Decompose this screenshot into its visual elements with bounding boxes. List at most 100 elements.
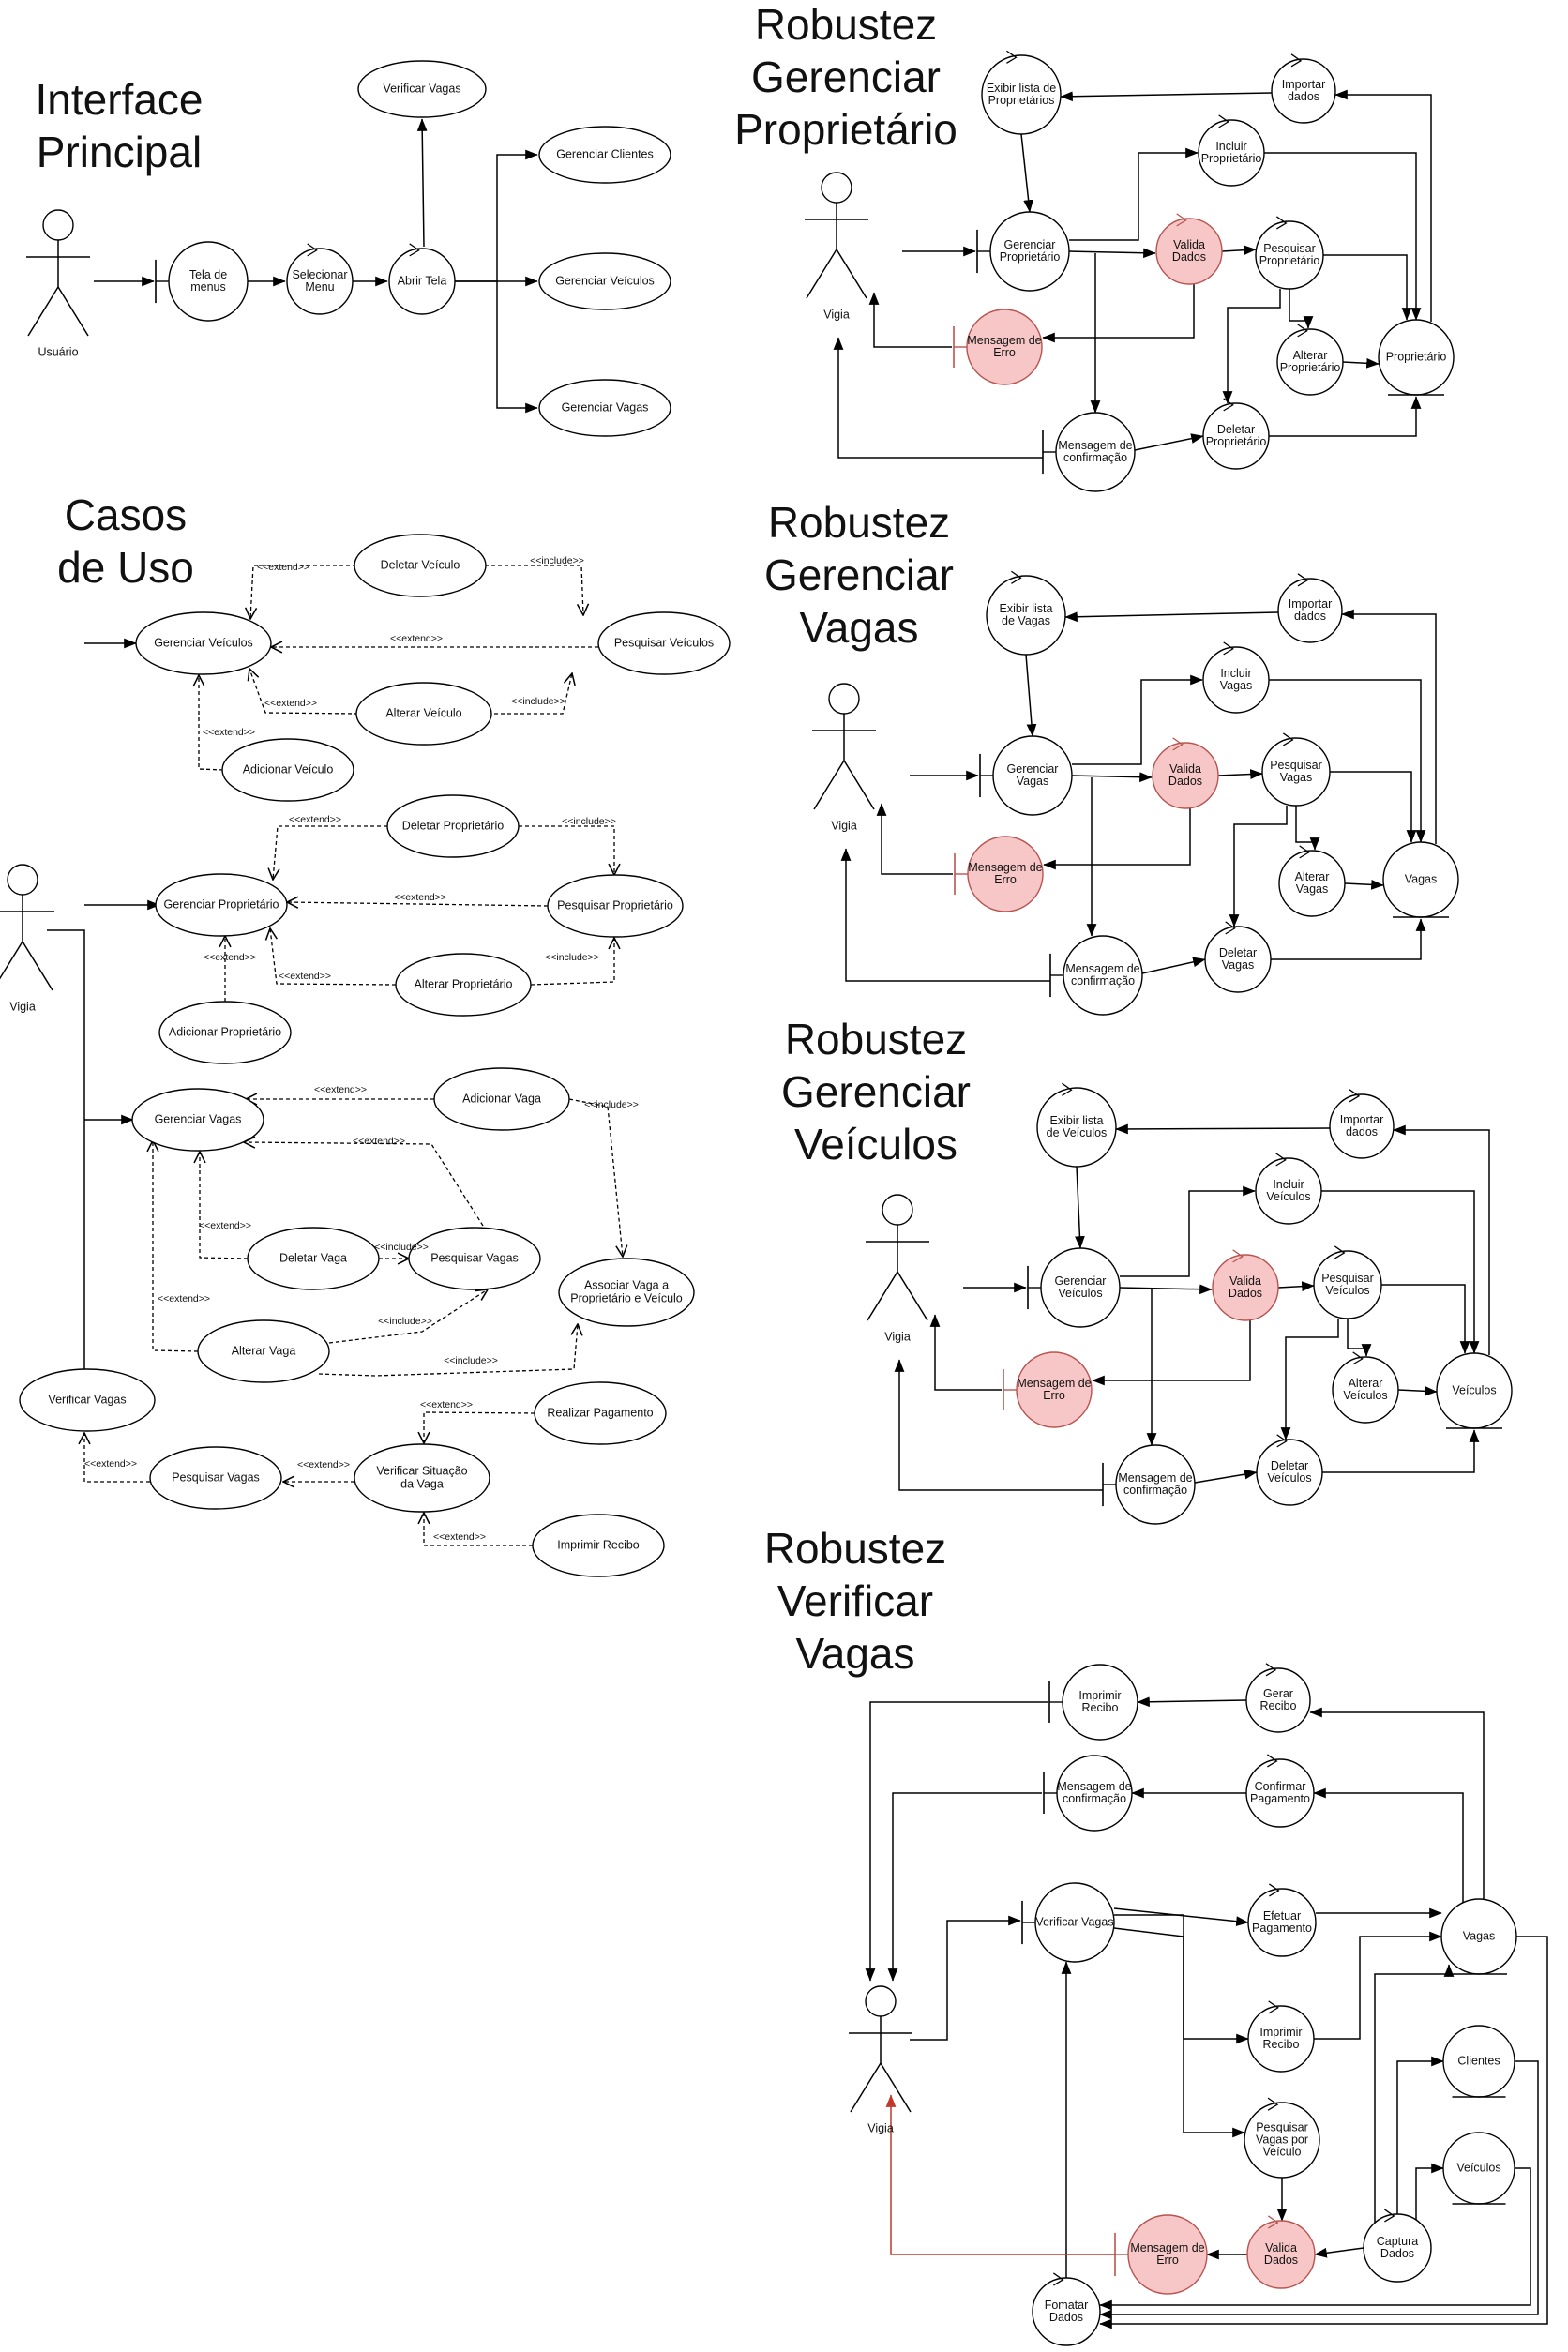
- usecase-ellipse: [149, 1446, 282, 1510]
- usecase-alterar-vaga: Alterar Vaga: [197, 1319, 330, 1383]
- label: Erro: [1043, 1389, 1065, 1402]
- label: menus: [190, 280, 226, 294]
- extend-stereotype-label: <<extend>>: [433, 1531, 486, 1543]
- connector: [1334, 89, 1432, 322]
- label: Dados: [1229, 1287, 1262, 1300]
- connector: [1060, 91, 1273, 102]
- usecase-deletar-proprietario: Deletar Proprietário: [386, 794, 520, 858]
- control-arrowhead: [307, 243, 318, 257]
- label: Veículos: [1343, 1389, 1387, 1402]
- extend-stereotype-label: <<extend>>: [394, 892, 446, 903]
- control-circle: [1256, 1439, 1323, 1506]
- control-arrowhead: [1352, 1351, 1364, 1365]
- connector: [1264, 152, 1422, 321]
- usecase-ellipse: [197, 1319, 330, 1383]
- label: Gerenciar Veículos: [154, 636, 253, 649]
- label: Proprietário: [1201, 152, 1262, 165]
- label: confirmação: [1071, 974, 1135, 988]
- title-casos-de-uso: de Uso: [57, 543, 194, 592]
- control-circle: [1277, 578, 1343, 643]
- label: Verificar Vagas: [48, 1393, 126, 1406]
- usecase-gerenciar-vagas: Gerenciar Vagas: [538, 379, 671, 437]
- connector: [1120, 1185, 1256, 1277]
- label: Mensagem de: [1058, 439, 1132, 452]
- control-circle: [1313, 1250, 1382, 1319]
- control-circle: [1152, 742, 1219, 809]
- usecase-realizar-pagamento: Realizar Pagamento: [534, 1381, 667, 1445]
- label: Gerenciar Clientes: [556, 147, 654, 160]
- label: Dados: [1264, 2254, 1298, 2267]
- extend-stereotype-label: <<extend>>: [314, 1084, 367, 1095]
- usecase-adicionar-vaga: Adicionar Vaga: [433, 1067, 570, 1131]
- label: Imprimir Recibo: [557, 1538, 640, 1551]
- usecase-ellipse: [355, 682, 492, 746]
- control-arrowhead: [1218, 114, 1229, 128]
- label: Pesquisar: [1270, 759, 1322, 772]
- connector: [1099, 2060, 1539, 2320]
- label: Vigia: [867, 2121, 894, 2134]
- connector: [1309, 1707, 1485, 1899]
- usecase-ellipse: [395, 953, 532, 1017]
- label: Dados: [1049, 2311, 1083, 2324]
- usecase-ellipse: [247, 1227, 380, 1290]
- actor-head: [828, 683, 860, 715]
- label: Imprimir: [1078, 1689, 1121, 1702]
- usecase-pesquisar-vagas: Pesquisar Vagas: [408, 1227, 541, 1290]
- control-arrowhead: [1383, 2209, 1395, 2223]
- connector: [1217, 769, 1263, 779]
- connector: [1114, 1914, 1249, 2044]
- title-vagas: Robustez: [768, 498, 950, 547]
- control-arrowhead: [1268, 2000, 1279, 2014]
- usecase-pesquisar-veiculos: Pesquisar Veículos: [597, 611, 731, 675]
- label: Valida: [1265, 2241, 1297, 2254]
- boundary-circle: [1056, 1755, 1133, 1832]
- title-veiculos: Gerenciar: [781, 1067, 971, 1116]
- control-circle: [1246, 2220, 1316, 2289]
- connector: [1222, 289, 1281, 404]
- label: Verificar Vagas: [383, 82, 460, 95]
- title-casos-de-uso: Casos: [65, 490, 187, 539]
- connector: [1396, 2056, 1444, 2214]
- connector: [1314, 1931, 1442, 2040]
- usecase-ellipse: [158, 1001, 292, 1064]
- label: Valida: [1169, 762, 1201, 776]
- include-stereotype-label: <<include>>: [562, 816, 616, 827]
- label: Mensagem de: [1118, 1471, 1192, 1485]
- usecase-ellipse: [155, 873, 288, 937]
- label: confirmação: [1063, 1792, 1126, 1805]
- usecase-ellipse: [433, 1067, 570, 1131]
- connector: [1322, 1429, 1480, 1473]
- label: Erro: [1156, 2254, 1179, 2267]
- control-arrowhead: [1223, 398, 1234, 412]
- label: Incluir: [1220, 667, 1251, 680]
- connector: [1269, 396, 1422, 437]
- title-proprietario: Robustez: [755, 0, 937, 49]
- connector: [868, 292, 952, 348]
- actor-vigia-vagas: Vigia: [812, 683, 876, 832]
- connector: [1099, 1936, 1548, 2329]
- connector: [1397, 1385, 1438, 1396]
- connector: [887, 1792, 1042, 1982]
- connector: [1341, 609, 1437, 844]
- connector: [910, 1915, 1021, 2041]
- control-arrowhead: [1225, 921, 1236, 935]
- control-circle: [1363, 2213, 1432, 2283]
- control-abrir-tela: Abrir Tela: [388, 243, 456, 315]
- connector: [1289, 289, 1314, 329]
- control-circle: [1155, 218, 1223, 285]
- connector: [1072, 674, 1203, 765]
- boundary-circle: [1127, 2214, 1208, 2295]
- control-circle: [1278, 850, 1346, 917]
- title-robustez-verificar-vagas: Vagas: [795, 1629, 914, 1678]
